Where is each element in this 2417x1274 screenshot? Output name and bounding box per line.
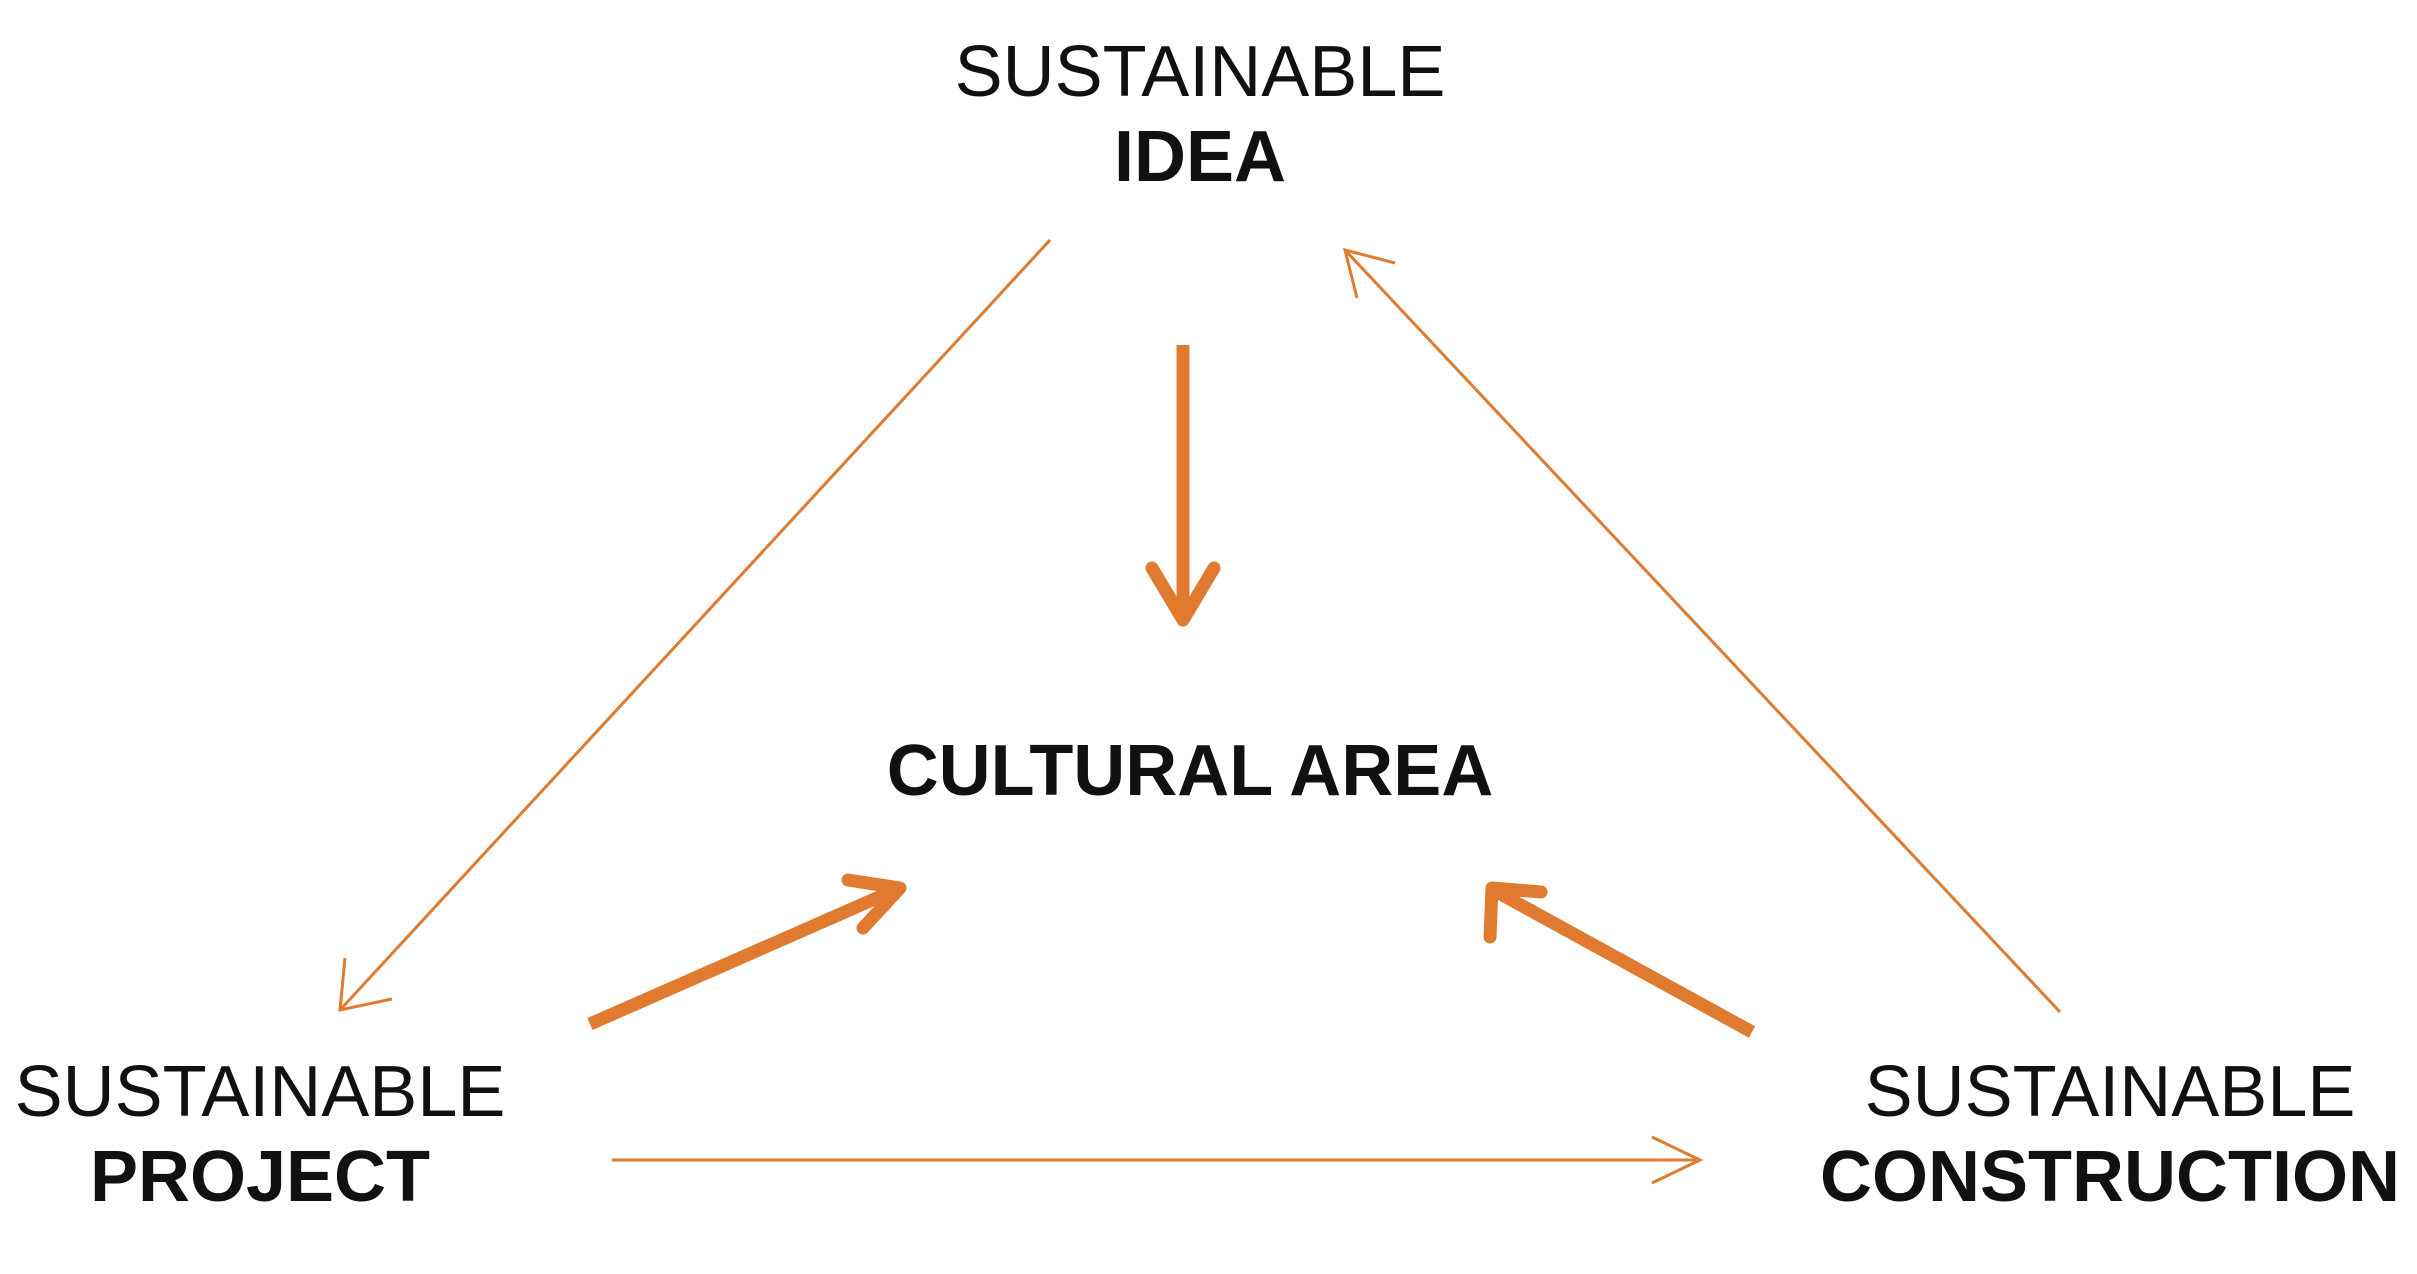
node-sustainable-construction: SUSTAINABLE CONSTRUCTION <box>1780 1050 2417 1220</box>
node-idea-title: IDEA <box>1113 116 1287 197</box>
node-project-title: PROJECT <box>89 1136 431 1217</box>
arrow-idea-to-project <box>338 238 1052 1012</box>
arrow-project-to-construction <box>612 1135 1704 1185</box>
arrow-construction-to-idea <box>1342 247 2062 1014</box>
arrow-project-to-center <box>587 873 907 1030</box>
arrow-idea-to-center <box>1145 345 1221 627</box>
center-cultural-area: CULTURAL AREA <box>886 731 1494 811</box>
node-sustainable-idea: SUSTAINABLE IDEA <box>860 30 1540 200</box>
node-construction-qualifier: SUSTAINABLE <box>1864 1052 2356 1132</box>
node-project-qualifier: SUSTAINABLE <box>14 1052 506 1132</box>
node-construction-title: CONSTRUCTION <box>1820 1136 2400 1217</box>
node-sustainable-project: SUSTAINABLE PROJECT <box>0 1050 540 1220</box>
node-idea-qualifier: SUSTAINABLE <box>954 32 1446 112</box>
arrow-construction-to-center <box>1483 881 1756 1038</box>
